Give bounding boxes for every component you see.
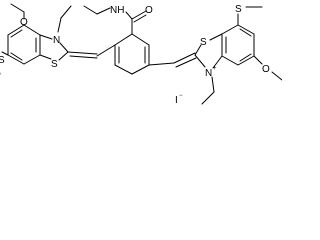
bond	[221, 55, 239, 66]
bond	[201, 91, 215, 105]
right-methylthio-sulfur-label: S	[235, 4, 242, 15]
amide-nitrogen-label: NH	[110, 5, 124, 16]
atom-labels: O S N S NH O S N + S O I −	[0, 4, 270, 106]
right-methoxy-oxygen-label: O	[262, 64, 270, 75]
iodide-label: I	[175, 95, 178, 106]
bond	[23, 24, 41, 36]
bond	[239, 53, 252, 62]
central-ring-bonds	[83, 5, 197, 75]
bond	[237, 55, 255, 66]
bond	[212, 55, 223, 69]
bond	[10, 52, 23, 61]
bond	[60, 5, 72, 19]
bond	[114, 33, 133, 46]
bond	[96, 44, 116, 57]
bond	[221, 24, 239, 35]
nitrogen-positive-charge: +	[213, 66, 217, 72]
bond	[211, 76, 215, 93]
bond	[194, 54, 206, 68]
left-benzothiazole-bonds	[0, 3, 116, 75]
bond	[58, 51, 69, 61]
bond	[59, 42, 69, 53]
bond	[10, 29, 23, 38]
left-methylthio-sulfur-label: S	[0, 55, 5, 66]
bond	[253, 55, 263, 65]
right-benzothiazolium-bonds	[194, 6, 282, 105]
bond	[175, 57, 197, 68]
chemical-structure-diagram: O S N S NH O S N + S O I −	[0, 3, 282, 106]
bond	[39, 34, 53, 40]
left-methoxy-oxygen-label: O	[20, 17, 28, 28]
bond	[7, 54, 25, 65]
bond	[69, 55, 98, 59]
bond	[23, 54, 41, 65]
bond	[271, 71, 282, 81]
bond	[1, 51, 9, 56]
bond	[131, 10, 147, 20]
bond	[67, 51, 98, 55]
iodide-negative-charge: −	[179, 93, 183, 99]
bond	[57, 17, 62, 33]
left-thiazole-sulfur-label: S	[51, 59, 58, 70]
bond	[39, 54, 52, 60]
right-thiazole-nitrogen-label: N	[205, 68, 212, 79]
bond	[209, 33, 223, 41]
bond	[237, 24, 255, 35]
bond	[148, 62, 175, 66]
bond	[10, 3, 25, 13]
bond	[7, 24, 25, 36]
right-thiazole-sulfur-label: S	[200, 37, 207, 48]
left-thiazole-nitrogen-label: N	[53, 35, 60, 46]
bond	[114, 64, 133, 75]
bond	[173, 52, 196, 64]
bond	[131, 33, 150, 46]
bond	[96, 7, 111, 15]
bond	[133, 14, 147, 23]
bond	[239, 28, 252, 37]
bond	[125, 11, 133, 20]
bond	[131, 64, 150, 75]
bond	[83, 5, 98, 15]
amide-oxygen-label: O	[145, 5, 153, 16]
bond	[194, 44, 202, 56]
